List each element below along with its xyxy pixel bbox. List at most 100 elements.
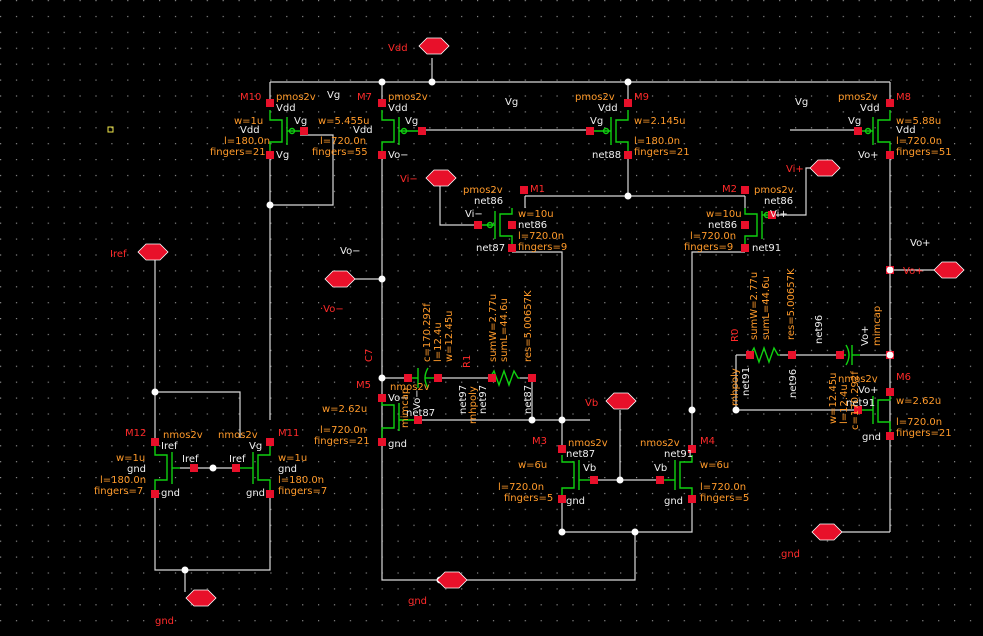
m7-param-f: fingers=55 (312, 147, 368, 158)
m9-pin-b: Vg (590, 116, 603, 127)
m2-pin-d: net91 (752, 243, 781, 254)
r1-name: R1 (462, 355, 473, 368)
m7-pin-d: Vo− (388, 150, 409, 161)
c7-param-l: l=12.4u (433, 322, 444, 362)
r0-param-res: res=5.00657K (786, 268, 797, 340)
m1-pin-d: net87 (476, 243, 505, 254)
m3-pin-b: Vb (583, 463, 596, 474)
m1-name: M1 (530, 184, 545, 195)
c7-type: mimcap (400, 388, 411, 428)
m4-pin-a: net91 (664, 449, 693, 460)
m5-param-l: l=720.0n (320, 425, 366, 436)
r1-type: rnhpoly (468, 386, 479, 424)
m1-symbol[interactable] (478, 208, 513, 248)
m2-type: pmos2v (754, 185, 794, 196)
r1-param-sumw: sumW=2.77u (488, 294, 499, 362)
m3-param-w: w=6u (518, 460, 547, 471)
m5-type: nmos2v (390, 382, 430, 393)
m12-pin-b: Iref (182, 454, 199, 465)
c6-type: mimcap (872, 306, 883, 346)
c6-param-l: l=12.4u (839, 384, 850, 424)
m6-pin-b: net91 (846, 398, 875, 409)
port-vb[interactable] (605, 392, 637, 410)
m4-type: nmos2v (640, 438, 680, 449)
m6-pin-c: gnd (862, 432, 881, 443)
m8-name: M8 (896, 92, 911, 103)
m5-param-w: w=2.62u (322, 404, 367, 415)
m11-param-f: fingers=7 (278, 486, 327, 497)
r0-symbol[interactable] (749, 345, 780, 365)
r0-type: rnhpoly (730, 368, 741, 406)
port-vi-plus[interactable] (809, 159, 841, 177)
m1-type: pmos2v (463, 185, 503, 196)
r0-param-sumw: sumW=2.77u (749, 272, 760, 340)
m10-pin-c: Vg (294, 116, 307, 127)
m2-pin-c: Vi+ (770, 209, 788, 220)
net-label-vg-right: Vg (795, 97, 808, 108)
m3-param-l: l=720.0n (498, 482, 544, 493)
m2-name: M2 (722, 184, 737, 195)
m1-pin-b: Vi− (465, 209, 483, 220)
m7-symbol[interactable] (381, 110, 420, 152)
port-vo-plus-label: Vo+ (903, 266, 924, 277)
m9-name: M9 (634, 92, 649, 103)
m8-type: pmos2v (838, 92, 878, 103)
m1-param-f: fingers=9 (518, 242, 567, 253)
port-vi-minus[interactable] (425, 169, 457, 187)
net-label-vo-minus: Vo− (340, 246, 361, 257)
origin-marker (107, 126, 114, 133)
c7-name: C7 (364, 349, 375, 362)
m9-pin-a: Vdd (598, 103, 618, 114)
m10-pin-a: Vdd (276, 103, 296, 114)
port-vi-plus-label: Vi+ (786, 164, 804, 175)
m12-name: M12 (125, 428, 146, 439)
m11-pin-d: gnd (246, 488, 265, 499)
m9-type: pmos2v (575, 92, 615, 103)
m7-pin-c: Vg (405, 116, 418, 127)
m3-type: nmos2v (568, 438, 608, 449)
port-vdd-label: Vdd (388, 43, 408, 54)
r1-symbol[interactable] (489, 368, 520, 388)
r0-pin-a: net91 (741, 367, 752, 396)
m12-type: nmos2v (163, 430, 203, 441)
m5-pin-b: net87 (406, 408, 435, 419)
m2-symbol[interactable] (744, 208, 772, 248)
port-vo-plus[interactable] (933, 261, 965, 279)
port-gnd-right[interactable] (811, 523, 843, 541)
m6-param-w: w=2.62u (896, 396, 941, 407)
net-labels: Vg Vg Vg Vo− Vo+ (327, 90, 931, 257)
port-gnd-center[interactable] (436, 571, 468, 589)
m7-type: pmos2v (388, 92, 428, 103)
port-iref[interactable] (137, 243, 169, 261)
port-vo-minus[interactable] (324, 270, 356, 288)
m9-param-l: l=180.0n (634, 136, 680, 147)
m11-symbol[interactable] (240, 445, 271, 492)
m4-param-w: w=6u (700, 460, 729, 471)
r1-param-res: res=5.00657K (523, 290, 534, 362)
c7-pin: Vo− (412, 389, 423, 410)
port-gnd-center-label: gnd (408, 596, 427, 607)
c6-param-w: w=12.45u (828, 372, 839, 424)
port-gnd-left[interactable] (185, 589, 217, 607)
m10-param-w: w=1u (234, 116, 263, 127)
m3-symbol[interactable] (561, 455, 590, 495)
m5-name: M5 (356, 380, 371, 391)
m4-pin-b: Vb (654, 463, 667, 474)
r0-name: R0 (730, 329, 741, 342)
m1-param-w: w=10u (518, 209, 554, 220)
m4-param-l: l=720.0n (700, 482, 746, 493)
m4-name: M4 (700, 436, 715, 447)
port-gnd-left-label: gnd (155, 616, 174, 627)
m8-symbol[interactable] (858, 110, 891, 152)
m2-param-f: fingers=9 (684, 242, 733, 253)
m11-type: nmos2v (218, 430, 258, 441)
port-iref-label: Iref (110, 249, 127, 260)
m11-param-w: w=1u (278, 453, 307, 464)
m10-symbol[interactable] (269, 110, 300, 152)
m1-param-l: l=720.0n (518, 231, 564, 242)
m12-symbol[interactable] (154, 445, 180, 492)
port-vdd[interactable] (418, 37, 450, 55)
r1-param-suml: sumL=44.6u (499, 298, 510, 362)
m5-pin-a: Vo− (388, 393, 409, 404)
